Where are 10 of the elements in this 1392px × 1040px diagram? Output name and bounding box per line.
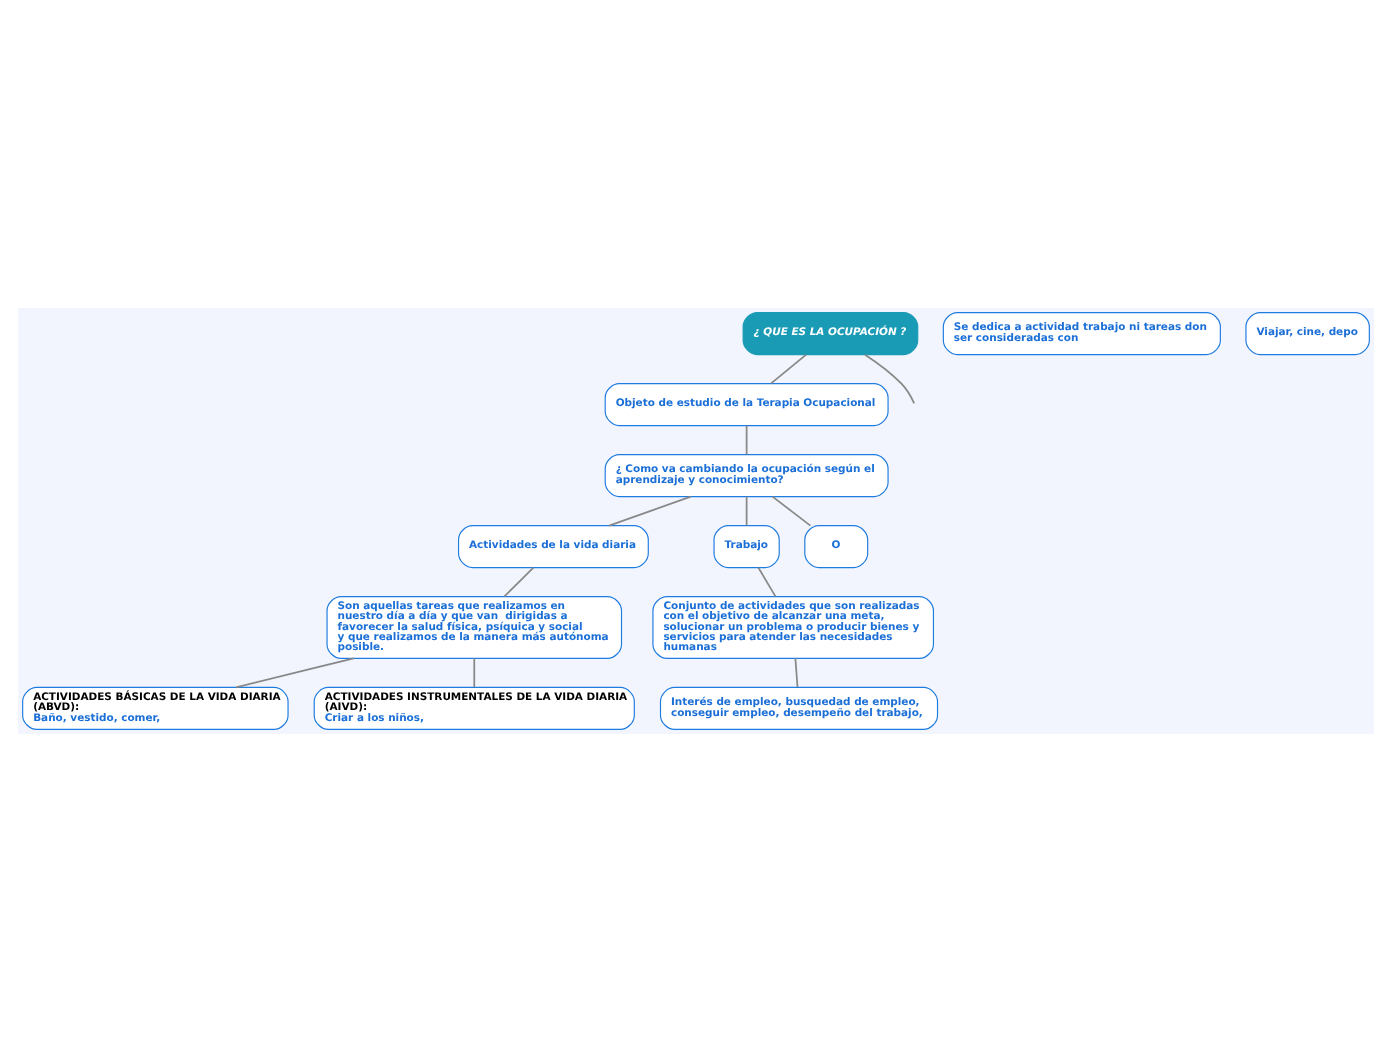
connector <box>770 352 808 384</box>
connector <box>503 565 535 597</box>
connector <box>745 494 748 526</box>
connector <box>757 565 777 597</box>
connector <box>794 656 799 687</box>
connector <box>771 494 812 526</box>
connector <box>235 656 355 688</box>
connector <box>745 423 748 455</box>
connector <box>473 656 476 687</box>
connector <box>864 352 916 404</box>
